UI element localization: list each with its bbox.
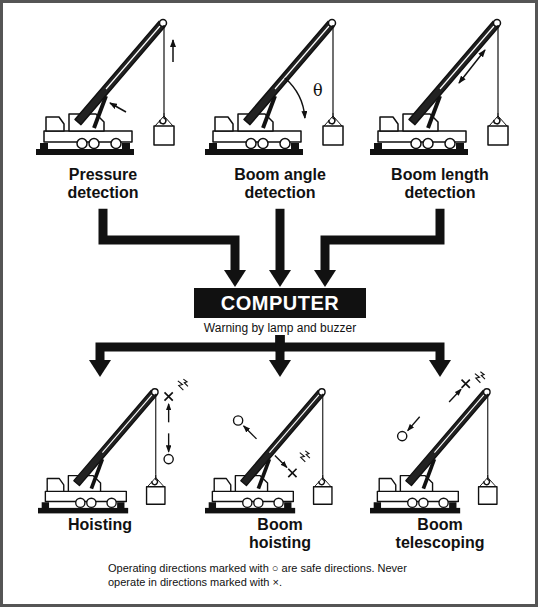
boom-hoisting-crane <box>205 389 332 514</box>
panel-caption: Boom length detection <box>387 166 493 203</box>
unsafe-mark <box>462 380 470 388</box>
flow-arrow <box>103 209 246 287</box>
arrow-head <box>269 270 291 287</box>
pressure-crane <box>36 20 174 156</box>
arrow-shaft <box>276 209 285 272</box>
arrow-head <box>89 360 111 377</box>
crane-figure <box>370 20 508 156</box>
direction-arrow <box>244 426 257 439</box>
direction-arrow <box>449 389 461 402</box>
hoisting-crane <box>38 379 188 513</box>
angle-arc <box>285 78 305 118</box>
safe-mark <box>164 455 173 464</box>
safe-mark <box>234 416 243 425</box>
crane-panel: Boom angle detection <box>210 8 350 206</box>
direction-arrow <box>408 417 420 431</box>
crane-figure <box>205 20 343 156</box>
warning-bolt <box>178 379 188 390</box>
panel-caption: Boom hoisting <box>227 516 333 553</box>
safe-mark <box>398 432 407 441</box>
crane-panel: Pressure detection <box>33 8 173 206</box>
unsafe-mark <box>288 469 296 477</box>
panel-caption: Hoisting <box>47 516 153 534</box>
crane-figure <box>370 389 497 514</box>
direction-arrow <box>168 433 169 451</box>
telescoping-crane <box>370 372 497 514</box>
length-crane <box>370 20 508 156</box>
angle-symbol: θ <box>313 82 323 100</box>
panel-caption: Pressure detection <box>50 166 156 203</box>
computer-box: COMPUTER <box>194 288 366 318</box>
length-arrow <box>459 50 485 83</box>
crane-panel: Hoisting <box>30 378 170 537</box>
panel-caption: Boom telescoping <box>387 516 493 553</box>
direction-arrow <box>275 455 287 467</box>
arrow-head <box>269 360 291 377</box>
crane-figure <box>205 389 332 514</box>
crane-figure <box>38 389 165 514</box>
warning-bolt <box>300 451 310 462</box>
sensor-arrow <box>110 103 126 112</box>
arrow-shaft <box>103 209 235 272</box>
flow-arrow <box>314 209 440 287</box>
crane-panel: Boom telescoping <box>370 378 510 556</box>
figure-caption: Operating directions marked with ○ are s… <box>108 562 438 589</box>
unsafe-mark <box>165 392 173 400</box>
arrow-head <box>224 270 246 287</box>
crane-panel: Boom hoisting <box>210 378 350 556</box>
arrow-shaft <box>325 209 440 272</box>
warning-bolt <box>475 372 485 383</box>
crane-figure <box>36 20 174 156</box>
flow-arrow <box>269 209 291 287</box>
direction-arrow <box>168 404 169 422</box>
crane-panel: Boom length detection <box>370 8 510 206</box>
note-label: Warning by lamp and buzzer <box>201 321 359 335</box>
box-label: COMPUTER <box>221 292 339 314</box>
angle-crane <box>205 20 343 156</box>
arrow-head <box>429 360 451 377</box>
arrow-head <box>314 270 336 287</box>
panel-caption: Boom angle detection <box>227 166 333 203</box>
sensor-arrow <box>172 40 174 62</box>
